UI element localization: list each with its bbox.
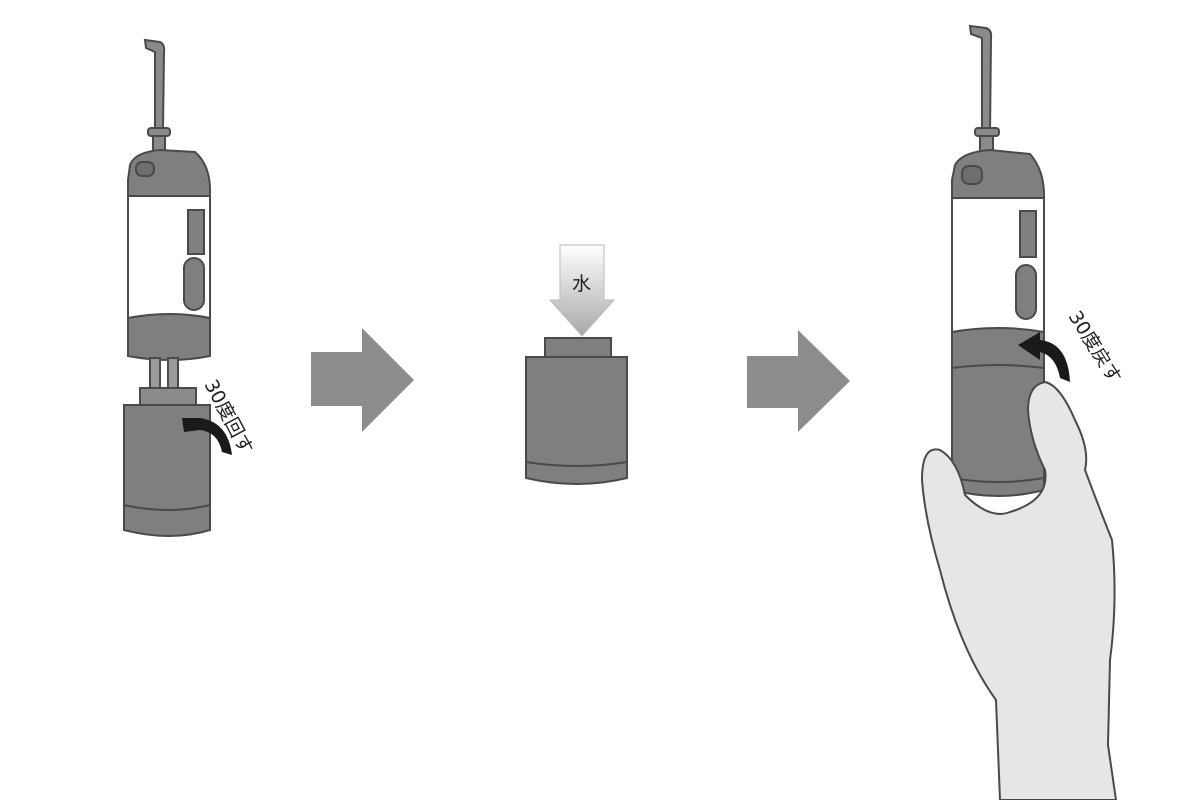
display (1019, 210, 1037, 258)
device-head (951, 148, 1045, 201)
nozzle (143, 38, 166, 131)
water-tank (123, 404, 211, 537)
rotate-back-arrow-icon (1018, 332, 1070, 382)
power-button (1015, 264, 1037, 320)
power-button (183, 257, 205, 311)
nozzle (968, 24, 993, 136)
display (187, 209, 205, 255)
water-label: 水 (572, 273, 591, 295)
device-opened (123, 38, 232, 537)
water-tank (525, 356, 628, 485)
fill-step (525, 244, 628, 485)
rotate-arrow-icon (182, 418, 232, 455)
next-arrow-icon (311, 328, 414, 432)
next-arrow-icon (747, 330, 850, 432)
device-closed (951, 24, 1045, 497)
hand (920, 380, 1118, 800)
step3-label: 30度戻す (1064, 307, 1126, 388)
water-arrow-icon (548, 244, 616, 337)
